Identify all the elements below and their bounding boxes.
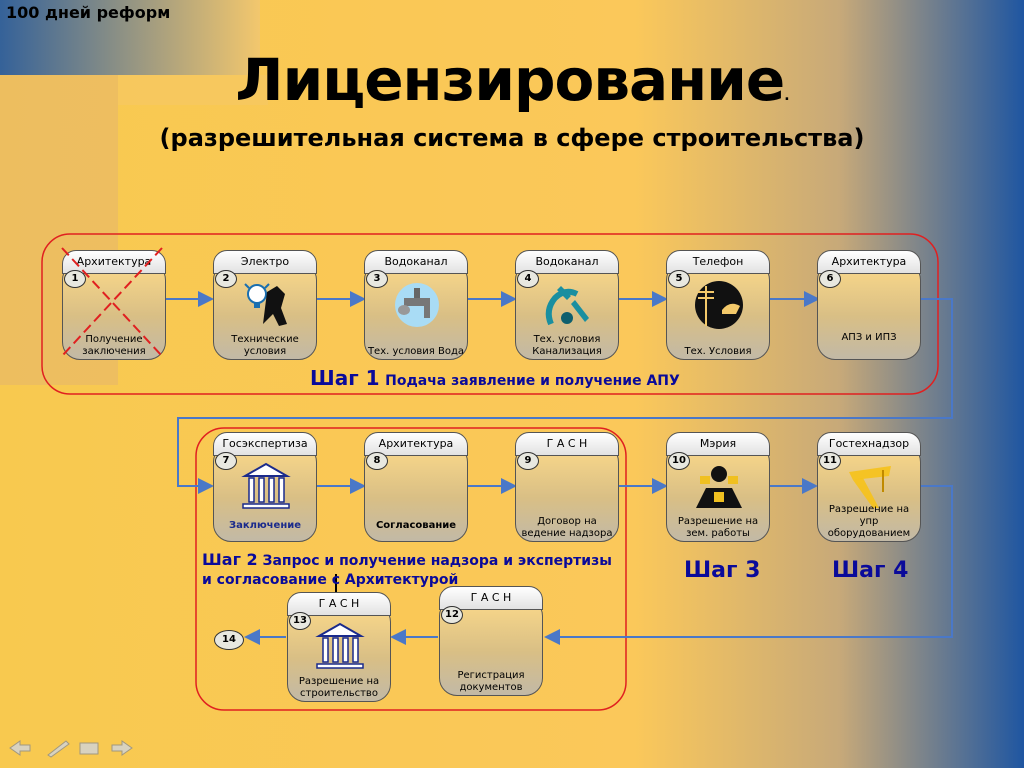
node-caption: Согласование [375, 520, 457, 531]
slide-nav-bar[interactable] [8, 738, 138, 758]
node-caption: Разрешение на зем. работы [677, 516, 759, 539]
step-3-label: Шаг 3 [684, 558, 761, 583]
process-node-6: Архитектура 6 АПЗ и ИПЗ [817, 250, 921, 360]
page-subtitle: (разрешительная система в сфере строител… [159, 124, 865, 152]
cross-out-icon [61, 247, 163, 357]
node-number: 13 [289, 612, 311, 630]
node-number: 1 [64, 270, 86, 288]
process-node-4: Водоканал 4 Тех. условия Канализация [515, 250, 619, 360]
node-number: 12 [441, 606, 463, 624]
process-node-9: Г А С Н 9 Договор на ведение надзора [515, 432, 619, 542]
government-building-icon [241, 462, 291, 509]
step-2-text: Запрос и получение надзора и экспертизы … [202, 553, 612, 588]
node-caption: Разрешение на упр оборудованием [827, 504, 911, 539]
process-node-7: Госэкспертиза 7 Заключение [213, 432, 317, 542]
process-node-12: Г А С Н 12 Регистрация документов [439, 586, 543, 696]
step-2-title: Шаг 2 [202, 550, 258, 569]
page-title: Лицензирование. [0, 46, 1024, 114]
excavator-worker-icon [696, 466, 742, 508]
node-caption: Регистрация документов [457, 670, 525, 693]
corner-label: 100 дней реформ [6, 3, 171, 22]
node-number: 8 [366, 452, 388, 470]
node-caption: Разрешение на строительство [298, 676, 380, 699]
node-number: 7 [215, 452, 237, 470]
crane-icon [849, 466, 891, 508]
end-node-14: 14 [214, 630, 244, 650]
telephone-pole-icon [695, 281, 743, 329]
lightbulb-worker-icon [244, 283, 287, 326]
step-1-label: Шаг 1 Подача заявление и получение АПУ [310, 366, 680, 390]
water-faucet-icon [395, 283, 439, 327]
step-1-title: Шаг 1 [310, 366, 380, 390]
process-node-10: Мэрия 10 Разрешение на зем. работы [666, 432, 770, 542]
step-1-text: Подача заявление и получение АПУ [385, 373, 680, 389]
node-caption: Технические условия [231, 334, 299, 357]
node-caption: Получение заключения [82, 334, 146, 357]
node-number: 11 [819, 452, 841, 470]
step-4-label: Шаг 4 [832, 558, 909, 583]
menu-icon[interactable] [79, 742, 99, 755]
process-node-1: Архитектура 1 Получение заключения [61, 247, 166, 360]
page-title-text: Лицензирование [235, 46, 785, 114]
node-number: 4 [517, 270, 539, 288]
node-caption: Тех. условия Канализация [532, 334, 602, 357]
government-building-icon [315, 622, 365, 669]
process-node-2: Электро 2 Технические условия [213, 250, 317, 360]
node-header: Архитектура [364, 432, 468, 456]
node-number: 3 [366, 270, 388, 288]
node-caption: Тех. условия Вода [367, 346, 465, 357]
node-number: 2 [215, 270, 237, 288]
page-title-suffix: . [784, 88, 789, 104]
step-2-label: Шаг 2 Запрос и получение надзора и экспе… [202, 550, 622, 590]
plumbing-tools-icon [545, 286, 589, 326]
process-node-11: Гостехнадзор 11 Разрешение на упр оборуд… [817, 432, 921, 542]
node-caption: Заключение [228, 520, 302, 531]
back-arrow-icon[interactable] [9, 740, 31, 756]
node-number: 10 [668, 452, 690, 470]
node-number: 5 [668, 270, 690, 288]
process-node-13: Г А С Н 13 Разрешение на строительство [287, 592, 391, 702]
node-caption: Тех. Условия [684, 346, 752, 357]
process-node-3: Водоканал 3 Тех. условия Вода [364, 250, 468, 360]
node-caption: Договор на ведение надзора [521, 516, 613, 539]
node-caption: АПЗ и ИПЗ [841, 332, 897, 343]
node-header: Архитектура [817, 250, 921, 274]
process-node-5: Телефон 5 Тех. Условия [666, 250, 770, 360]
node-number: 9 [517, 452, 539, 470]
node-number: 6 [819, 270, 841, 288]
pen-icon[interactable] [47, 740, 70, 758]
forward-arrow-icon[interactable] [111, 740, 133, 756]
process-node-8: Архитектура 8 Согласование [364, 432, 468, 542]
